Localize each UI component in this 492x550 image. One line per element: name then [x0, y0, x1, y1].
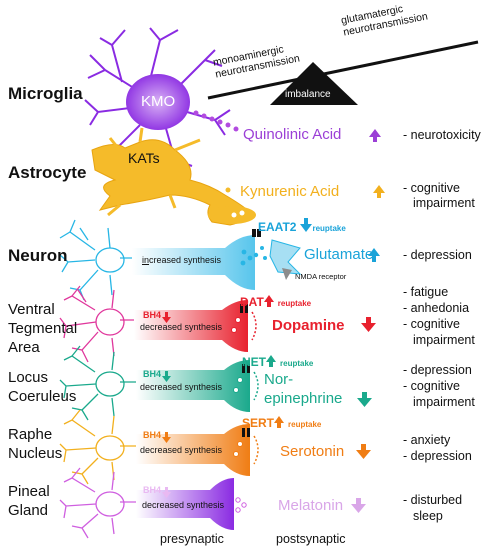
- effect-text: - cognitive: [403, 317, 460, 331]
- kats-label: KATs: [128, 150, 160, 166]
- effect-text: - depression: [403, 449, 472, 463]
- effect-text: impairment: [413, 395, 475, 409]
- glutamate-label: Glutamate: [304, 246, 374, 263]
- synthesis-rest: creased synthesis: [149, 255, 222, 265]
- microglia-label: Microglia: [8, 84, 83, 103]
- effect-text: - fatigue: [403, 285, 449, 299]
- eaat2-reuptake: reuptake: [312, 224, 346, 233]
- lc-label-line1: Locus: [8, 369, 49, 386]
- sert-reuptake: reuptake: [288, 420, 322, 429]
- dat-reuptake: reuptake: [277, 299, 312, 308]
- melatonin-label: Melatonin: [278, 497, 344, 514]
- vta-effects: - fatigue - anhedonia - cognitive impair…: [403, 284, 475, 348]
- quinolinic-acid-label: Quinolinic Acid: [243, 126, 342, 143]
- norepinephrine-label: Nor- epinephrine: [264, 370, 342, 408]
- norepinephrine-line2: epinephrine: [264, 390, 343, 407]
- raphe-effects: - anxiety - depression: [403, 432, 472, 464]
- dopamine-neuron: [59, 285, 257, 363]
- dat-label: DAT reuptake: [240, 295, 311, 309]
- effect-text: - anhedonia: [403, 301, 470, 315]
- lc-label-line2: Coeruleus: [8, 388, 77, 405]
- norepinephrine-line1: Nor-: [264, 371, 294, 388]
- astrocyte-cell: [91, 127, 256, 226]
- vta-label-line3: Area: [8, 339, 40, 356]
- lc-label: Locus Coeruleus: [8, 368, 76, 406]
- raphe-label: Raphe Nucleus: [8, 425, 62, 463]
- dat-name: DAT: [240, 295, 264, 309]
- effect-text: - cognitive: [403, 379, 460, 393]
- astrocyte-effects: - cognitive impairment: [403, 181, 475, 211]
- kynurenic-acid-label: Kynurenic Acid: [240, 183, 340, 200]
- sert-name: SERT: [242, 416, 275, 430]
- sert-label: SERT reuptake: [242, 416, 321, 430]
- raphe-bh4-label: BH4: [143, 430, 162, 440]
- pineal-label-line1: Pineal: [8, 483, 50, 500]
- imbalance-label: imbalance: [285, 89, 331, 100]
- norepinephrine-neuron: [59, 345, 259, 421]
- lc-effects: - depression - cognitive impairment: [403, 362, 475, 410]
- melatonin-neuron: [59, 467, 247, 539]
- effect-text: - neurotoxicity: [403, 128, 481, 142]
- increased-synthesis-text: increased synthesis: [142, 255, 221, 265]
- kmo-label: KMO: [141, 93, 176, 110]
- synthesis-underline: in: [142, 255, 150, 265]
- effect-text: impairment: [413, 196, 475, 210]
- balance-scale: [207, 40, 479, 105]
- eaat2-label: EAAT2 reuptake: [258, 220, 346, 234]
- net-reuptake: reuptake: [280, 359, 314, 368]
- postsynaptic-label: postsynaptic: [276, 532, 346, 546]
- neuron-label: Neuron: [8, 246, 68, 265]
- raphe-label-line1: Raphe: [8, 426, 53, 443]
- effect-text: impairment: [413, 333, 475, 347]
- vta-label-line1: Ventral: [8, 301, 55, 318]
- pineal-effects: - disturbed sleep: [403, 492, 462, 524]
- effect-text: - anxiety: [403, 433, 451, 447]
- pineal-label: Pineal Gland: [8, 482, 50, 520]
- effect-text: - depression: [403, 363, 472, 377]
- eaat2-name: EAAT2: [258, 220, 297, 234]
- effect-text: - depression: [403, 248, 472, 262]
- vta-bh4-label: BH4: [143, 310, 162, 320]
- presynaptic-label: presynaptic: [160, 532, 224, 546]
- serotonin-label: Serotonin: [280, 443, 345, 460]
- pineal-label-line2: Gland: [8, 502, 49, 519]
- microglia-dots: [193, 110, 239, 132]
- dopamine-synthesis-label: decreased synthesis: [140, 322, 223, 332]
- effect-text: - cognitive: [403, 181, 460, 195]
- astrocyte-label: Astrocyte: [8, 163, 87, 182]
- vta-label: Ventral Tegmental Area: [8, 300, 77, 357]
- melatonin-synthesis-label: decreased synthesis: [142, 500, 225, 510]
- nmda-receptor-label: NMDA receptor: [295, 272, 347, 281]
- serotonin-synthesis-label: decreased synthesis: [140, 445, 223, 455]
- raphe-label-line2: Nucleus: [8, 445, 63, 462]
- vta-label-line2: Tegmental: [8, 320, 78, 337]
- lc-bh4-label: BH4: [143, 369, 162, 379]
- dopamine-label: Dopamine: [272, 317, 345, 334]
- effect-text: - disturbed: [403, 493, 463, 507]
- pineal-bh4-label: BH4: [143, 485, 162, 495]
- neuron-effects: - depression: [403, 248, 472, 263]
- microglia-effects: - neurotoxicity: [403, 128, 481, 143]
- status-arrows: [162, 129, 385, 513]
- effect-text: sleep: [413, 509, 443, 523]
- norepinephrine-synthesis-label: decreased synthesis: [140, 382, 223, 392]
- net-name: NET: [242, 355, 266, 369]
- glutamate-synthesis-label: inincreased synthesis: [142, 255, 221, 265]
- net-label: NET reuptake: [242, 355, 313, 369]
